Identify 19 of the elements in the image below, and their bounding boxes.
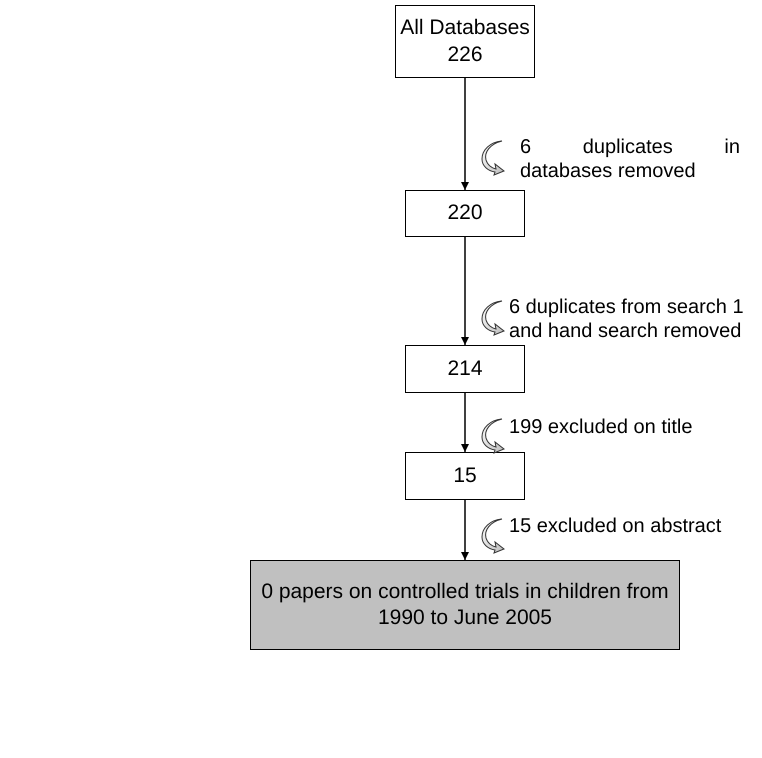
arrow — [461, 237, 469, 345]
edge-label: 6 duplicates from search 1 and hand search removed — [509, 295, 745, 343]
edge-label: 15 excluded on abstract — [509, 514, 722, 538]
process-box — [405, 190, 525, 237]
result-box — [250, 560, 680, 650]
box-text: 220 — [446, 200, 484, 226]
process-box — [405, 345, 525, 393]
box-text: All Databases — [399, 15, 531, 42]
process-box — [395, 5, 535, 78]
arrow — [461, 393, 469, 452]
box-text: 0 papers on controlled trials in children from 1990 to June 2005 — [260, 578, 670, 631]
edge-label: 199 excluded on title — [509, 415, 694, 439]
arrow — [461, 500, 469, 560]
arrow — [461, 78, 469, 190]
box-text: 226 — [446, 42, 484, 68]
box-text: 15 — [452, 462, 478, 489]
box-text: 214 — [446, 356, 484, 382]
edge-label: 6 duplicates in databases removed — [520, 135, 740, 183]
process-box — [405, 452, 525, 500]
